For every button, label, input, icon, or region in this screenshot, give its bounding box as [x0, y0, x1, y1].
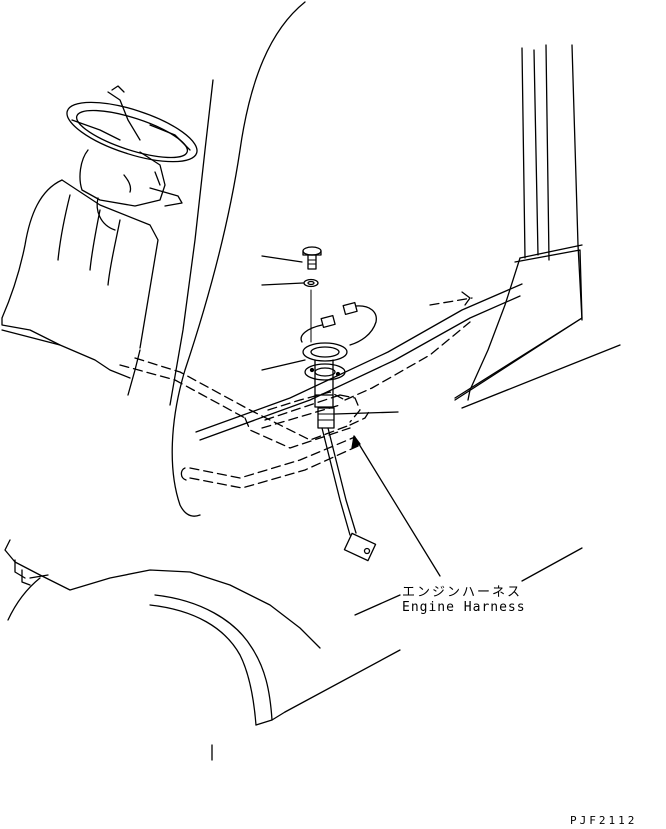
drawing-code: PJF2112: [570, 814, 638, 827]
fender-panel: [4, 539, 401, 761]
harness-connectors: [300, 301, 377, 346]
steering-column: [79, 149, 183, 231]
engine-harness-leader: [351, 435, 583, 582]
engine-harness-label-en: Engine Harness: [402, 600, 526, 615]
bolt: [302, 246, 322, 270]
steering-wheel: [66, 85, 198, 163]
operator-seat: [1, 179, 159, 396]
sensor-lead-wire: [321, 427, 377, 562]
engine-harness-label-jp: エンジンハーネス: [402, 585, 523, 600]
leader-lines: [261, 255, 399, 415]
sensor-assembly: [302, 342, 348, 429]
mast-upright: [454, 44, 621, 409]
washer: [303, 278, 319, 343]
floor-plate: [119, 283, 523, 449]
cab-frame: [169, 1, 306, 517]
